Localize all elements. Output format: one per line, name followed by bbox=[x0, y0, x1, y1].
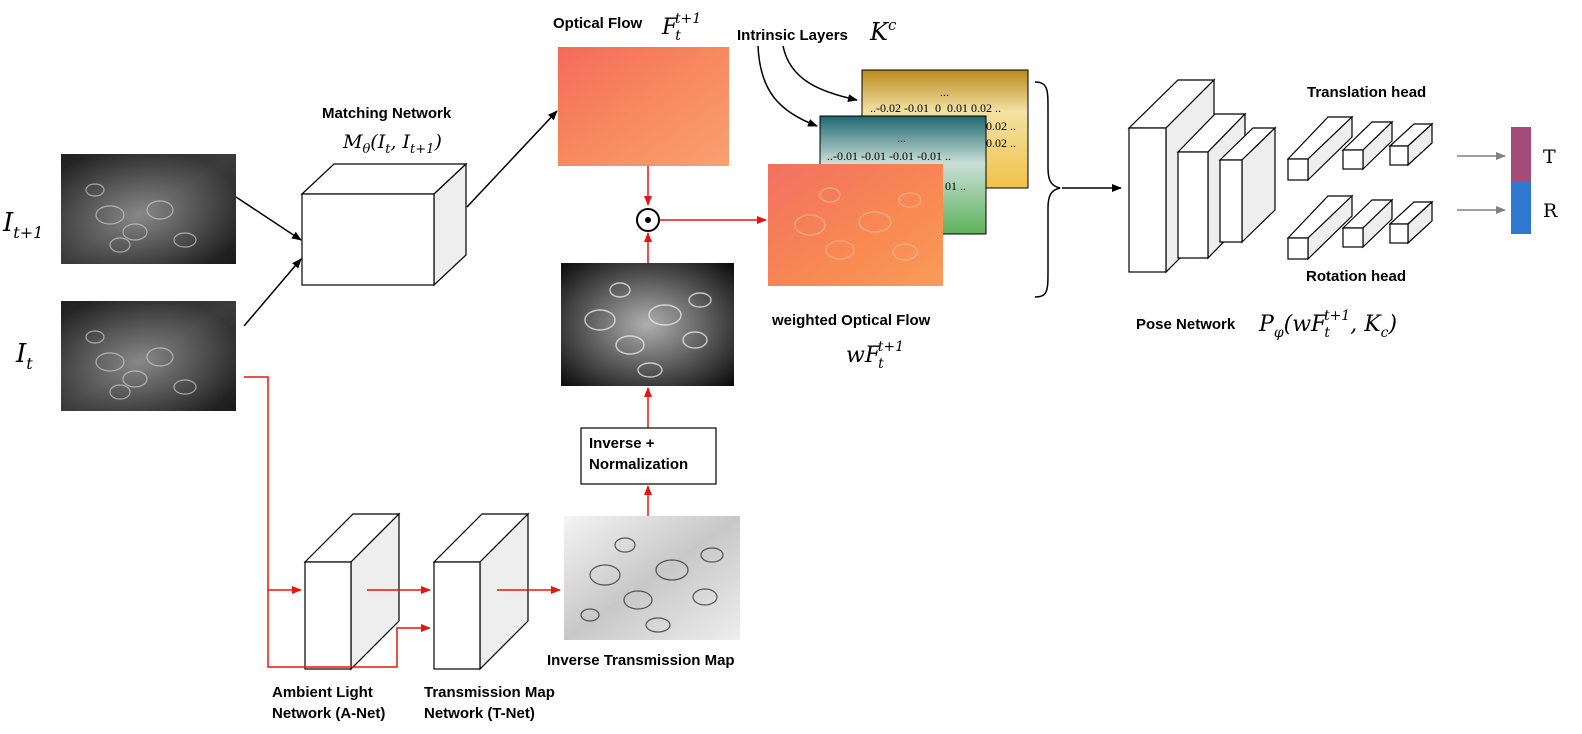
svg-text:...: ... bbox=[940, 85, 949, 99]
matching-network-label: Matching Network bbox=[322, 105, 452, 122]
inverse-normalization-box bbox=[580, 427, 717, 485]
optical-flow-label: Optical Flow bbox=[553, 15, 643, 32]
input-current-label: It bbox=[15, 339, 33, 373]
optical-flow-symbol: Ftt+1 bbox=[661, 11, 701, 44]
weighted-flow-symbol: wFtt+1 bbox=[846, 339, 904, 372]
translation-head-blocks bbox=[1286, 115, 1434, 182]
inverse-box-line1: Inverse + bbox=[589, 435, 655, 452]
svg-text:...: ... bbox=[897, 131, 906, 145]
arrow-matching-to-flow bbox=[466, 110, 558, 208]
svg-text:01 ..: 01 .. bbox=[945, 179, 966, 193]
intrinsic-layers-label: Intrinsic Layers bbox=[737, 27, 848, 44]
inverse-box-line2: Normalization bbox=[589, 456, 688, 473]
intrinsic-layers-symbol: Kc bbox=[869, 16, 897, 46]
output-translation-bar bbox=[1511, 127, 1531, 181]
translation-head-label: Translation head bbox=[1307, 84, 1426, 101]
arrow-intrinsic-to-back bbox=[782, 45, 858, 103]
arrow-next-to-matching bbox=[235, 196, 302, 241]
t-net-label-line2: Network (T-Net) bbox=[424, 705, 535, 722]
t-net-block bbox=[432, 512, 530, 671]
inverse-transmission-image bbox=[564, 516, 740, 640]
arrow-intrinsic-to-mid bbox=[757, 45, 818, 127]
input-next-label: It+1 bbox=[2, 208, 43, 242]
output-rotation-bar bbox=[1511, 181, 1531, 234]
output-r-label: R bbox=[1543, 200, 1558, 222]
inverse-transmission-label: Inverse Transmission Map bbox=[547, 652, 735, 669]
pose-network-label: Pose Network bbox=[1136, 316, 1236, 333]
weight-map-image bbox=[561, 263, 734, 386]
arrow-current-to-anet bbox=[244, 376, 302, 594]
stack-brace bbox=[1034, 81, 1061, 298]
output-t-label: T bbox=[1543, 146, 1556, 168]
optical-flow-image bbox=[558, 47, 729, 166]
input-image-current bbox=[61, 301, 236, 411]
matching-network-formula: Mθ(It, It+1) bbox=[342, 131, 442, 157]
a-net-label-line1: Ambient Light bbox=[272, 684, 373, 701]
weighted-optical-flow-image bbox=[768, 164, 943, 286]
rotation-head-label: Rotation head bbox=[1306, 268, 1406, 285]
arrow-current-to-matching bbox=[243, 258, 302, 327]
arrow-current-to-tnet bbox=[267, 590, 431, 668]
svg-text:..-0.02 -0.01 0 0.01 0.02 ..: ..-0.02 -0.01 0 0.01 0.02 .. bbox=[870, 101, 1001, 115]
matching-network-block bbox=[300, 162, 468, 287]
svg-text:0.02 ..: 0.02 .. bbox=[986, 119, 1016, 133]
weighted-flow-label: weighted Optical Flow bbox=[771, 312, 931, 329]
t-net-label-line1: Transmission Map bbox=[424, 684, 555, 701]
svg-text:0.02 ..: 0.02 .. bbox=[986, 136, 1016, 150]
svg-text:..-0.01 -0.01 -0.01 -0.01 ..: ..-0.01 -0.01 -0.01 -0.01 .. bbox=[827, 149, 951, 163]
pose-network-formula: Pφ(wFtt+1, Kc) bbox=[1258, 308, 1397, 341]
a-net-label-line2: Network (A-Net) bbox=[272, 705, 385, 722]
pose-network-block bbox=[1127, 78, 1277, 274]
input-image-next bbox=[61, 154, 236, 264]
a-net-block bbox=[303, 512, 401, 671]
hadamard-dot bbox=[645, 217, 651, 223]
rotation-head-blocks bbox=[1286, 194, 1434, 261]
